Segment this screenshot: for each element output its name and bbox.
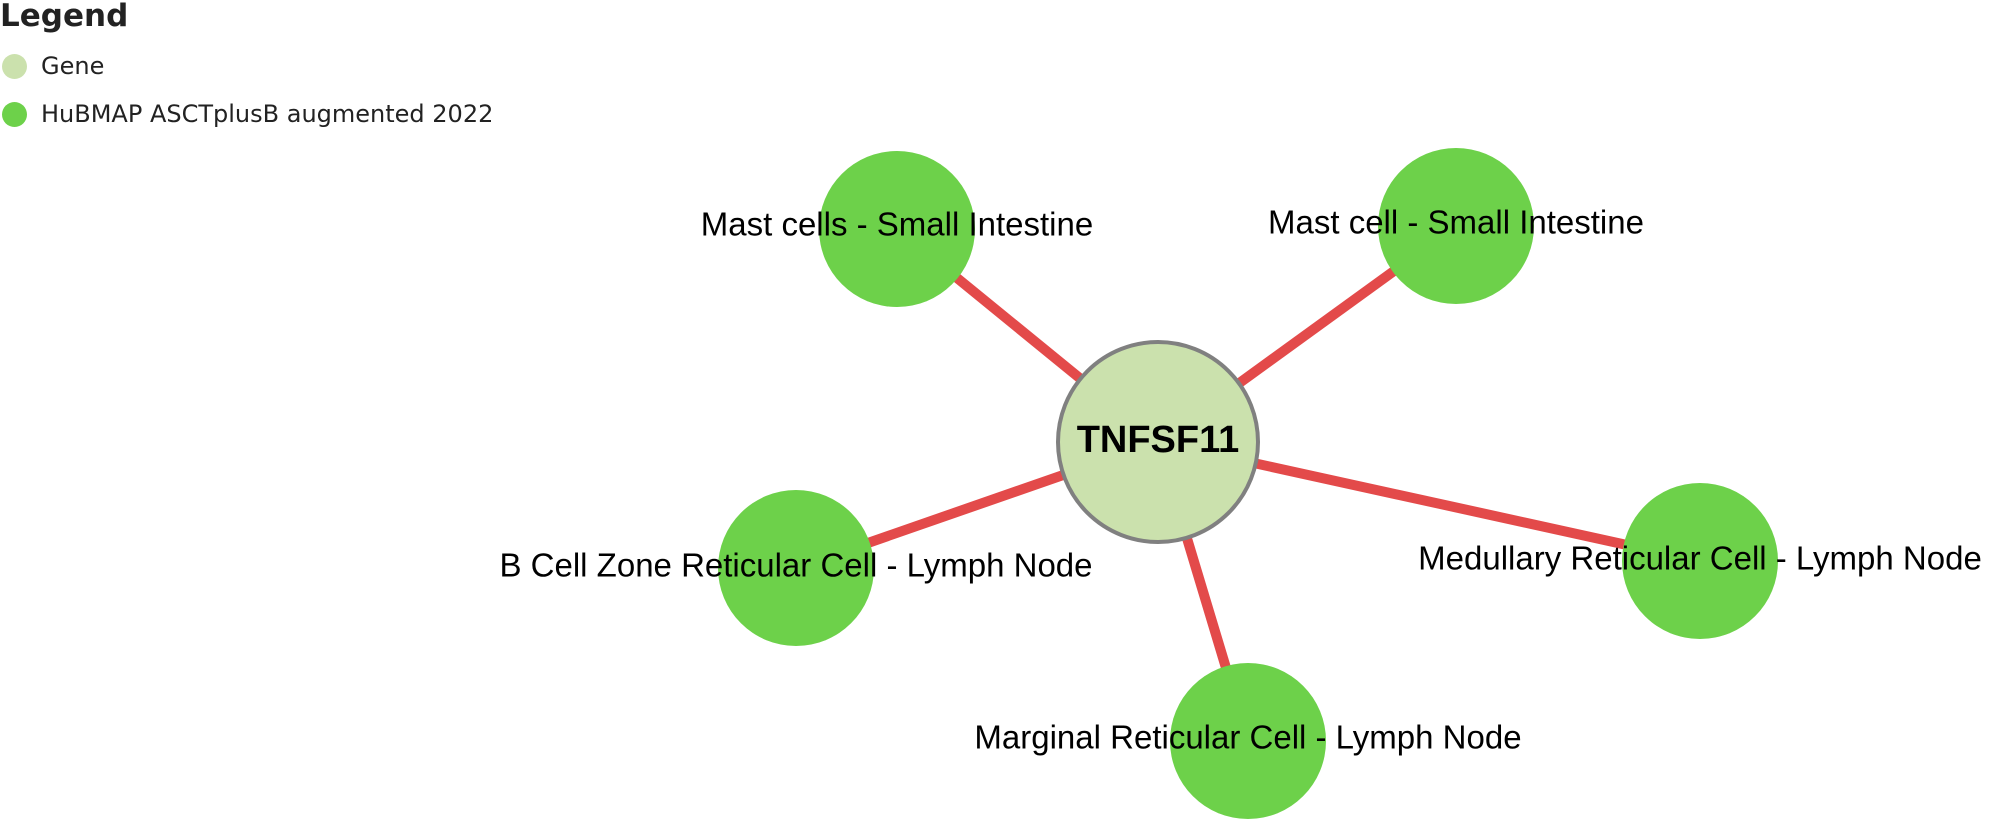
label-gene-tnfsf11: TNFSF11 [1077, 419, 1240, 461]
node-gene-tnfsf11[interactable] [1056, 340, 1260, 544]
node-medullary-reticular-cell[interactable] [1622, 483, 1778, 639]
label-medullary-reticular-cell: Medullary Reticular Cell - Lymph Node [1418, 540, 1982, 577]
legend-label-hubmap: HuBMAP ASCTplusB augmented 2022 [41, 100, 494, 128]
label-mast-cells-small-intestine: Mast cells - Small Intestine [701, 206, 1093, 243]
node-marginal-reticular-cell[interactable] [1170, 663, 1326, 819]
label-marginal-reticular-cell: Marginal Reticular Cell - Lymph Node [974, 719, 1521, 756]
node-labels: Mast cells - Small Intestine Mast cell -… [499, 204, 1981, 756]
legend-label-gene: Gene [41, 52, 105, 80]
node-mast-cell-small-intestine[interactable] [1378, 148, 1534, 304]
node-b-cell-zone-reticular-cell[interactable] [718, 490, 874, 646]
term-nodes [718, 148, 1778, 819]
node-mast-cells-small-intestine[interactable] [819, 151, 975, 307]
label-b-cell-zone-reticular-cell: B Cell Zone Reticular Cell - Lymph Node [499, 547, 1092, 584]
legend-title: Legend [0, 0, 129, 34]
gene-swatch-icon [2, 53, 27, 79]
label-mast-cell-small-intestine: Mast cell - Small Intestine [1268, 204, 1644, 241]
legend-item-gene: Gene [2, 51, 104, 81]
hubmap-swatch-icon [2, 101, 27, 127]
legend-item-hubmap: HuBMAP ASCTplusB augmented 2022 [2, 99, 493, 129]
